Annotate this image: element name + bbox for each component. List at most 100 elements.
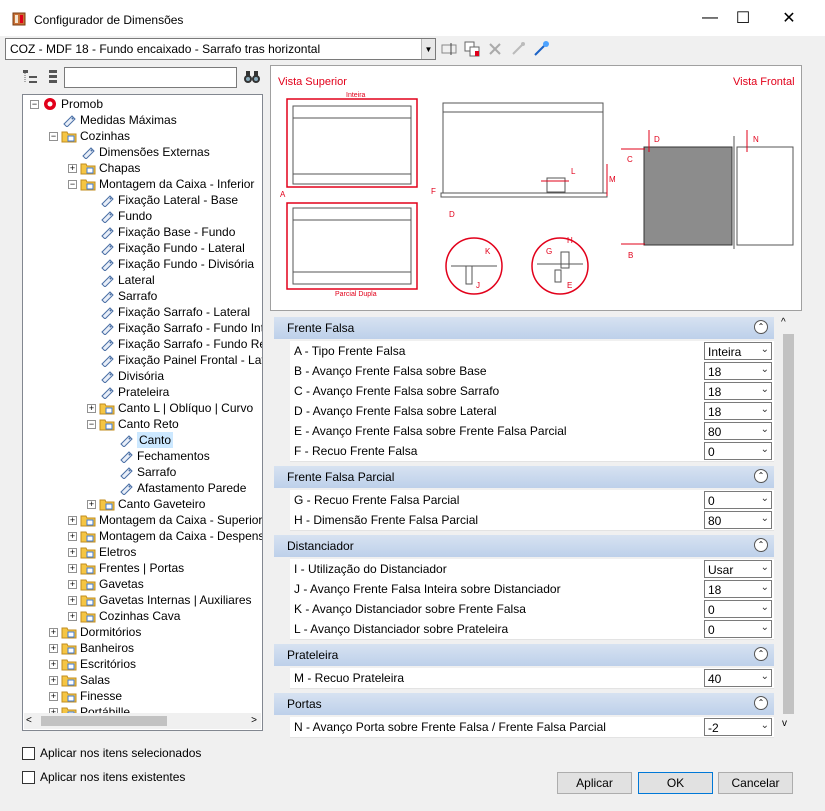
expand-icon[interactable]: + <box>68 595 77 605</box>
expand-icon[interactable]: + <box>49 675 58 685</box>
tree-item[interactable]: +Gavetas Internas | Auxiliares <box>23 592 261 608</box>
tree-item[interactable]: Lateral <box>23 272 261 288</box>
binoculars-icon[interactable] <box>242 68 262 86</box>
chevron-down-icon[interactable]: ⌄ <box>760 493 769 504</box>
tree-item[interactable]: Sarrafo <box>23 288 261 304</box>
tree-item[interactable]: Fechamentos <box>23 448 261 464</box>
scroll-right-icon[interactable]: > <box>251 715 257 726</box>
tree-item[interactable]: Divisória <box>23 368 261 384</box>
section-header[interactable]: Portas⌃ <box>274 693 774 715</box>
tree-item[interactable]: Prateleira <box>23 384 261 400</box>
tree-item[interactable]: +Frentes | Portas <box>23 560 261 576</box>
collapse-section-icon[interactable]: ⌃ <box>754 469 768 483</box>
scroll-left-icon[interactable]: < <box>26 715 32 726</box>
maximize-button[interactable]: ☐ <box>720 0 766 36</box>
delete-icon[interactable] <box>486 40 504 58</box>
property-value-select[interactable]: 0⌄ <box>704 491 772 509</box>
tree-item[interactable]: +Eletros <box>23 544 261 560</box>
property-value-select[interactable]: 18⌄ <box>704 402 772 420</box>
expand-icon[interactable]: + <box>68 579 77 589</box>
expand-icon[interactable]: + <box>68 163 77 173</box>
tree-item[interactable]: +Montagem da Caixa - Despenseir <box>23 528 262 544</box>
chevron-down-icon[interactable]: ⌄ <box>760 384 769 395</box>
section-header[interactable]: Frente Falsa Parcial⌃ <box>274 466 774 488</box>
tree-item[interactable]: +Chapas <box>23 160 261 176</box>
property-value-select[interactable]: 80⌄ <box>704 422 772 440</box>
property-value-select[interactable]: 40⌄ <box>704 669 772 687</box>
tree-item[interactable]: +Canto Gaveteiro <box>23 496 261 512</box>
tree-item[interactable]: +Gavetas <box>23 576 261 592</box>
collapse-section-icon[interactable]: ⌃ <box>754 696 768 710</box>
chevron-down-icon[interactable]: ⌄ <box>760 444 769 455</box>
chevron-down-icon[interactable]: ⌄ <box>760 364 769 375</box>
property-value-select[interactable]: Inteira⌄ <box>704 342 772 360</box>
property-value-select[interactable]: 18⌄ <box>704 362 772 380</box>
chevron-down-icon[interactable]: ⌄ <box>760 720 769 731</box>
expand-icon[interactable]: + <box>68 611 77 621</box>
property-value-select[interactable]: 0⌄ <box>704 620 772 638</box>
expand-icon[interactable]: + <box>49 659 58 669</box>
tree-item[interactable]: Fixação Lateral - Base <box>23 192 261 208</box>
expand-icon[interactable]: + <box>68 531 77 541</box>
tree-item[interactable]: +Cozinhas Cava <box>23 608 261 624</box>
tree-horizontal-scrollbar[interactable]: < > <box>24 713 261 729</box>
tool-disabled-icon[interactable] <box>509 40 527 58</box>
tree-item[interactable]: Fixação Painel Frontal - Later <box>23 352 262 368</box>
apply-selected-checkbox[interactable] <box>22 747 35 760</box>
grid-scroll-thumb[interactable] <box>783 334 794 714</box>
copy-config-icon[interactable] <box>463 40 481 58</box>
expand-icon[interactable]: + <box>68 515 77 525</box>
tree-item[interactable]: Canto <box>23 432 261 448</box>
expand-icon[interactable]: + <box>87 403 96 413</box>
close-button[interactable]: ✕ <box>766 0 812 36</box>
chevron-down-icon[interactable]: ⌄ <box>760 513 769 524</box>
section-header[interactable]: Prateleira⌃ <box>274 644 774 666</box>
tree-item[interactable]: +Montagem da Caixa - Superior <box>23 512 262 528</box>
chevron-down-icon[interactable]: ⌄ <box>760 602 769 613</box>
chevron-down-icon[interactable]: ⌄ <box>760 582 769 593</box>
chevron-down-icon[interactable]: ⌄ <box>760 671 769 682</box>
chevron-down-icon[interactable]: ⌄ <box>760 622 769 633</box>
tree-item[interactable]: +Canto L | Oblíquo | Curvo <box>23 400 261 416</box>
rename-icon[interactable] <box>440 40 458 58</box>
tree-item[interactable]: −Montagem da Caixa - Inferior <box>23 176 261 192</box>
expand-icon[interactable]: + <box>49 627 58 637</box>
cancel-button[interactable]: Cancelar <box>718 772 793 794</box>
wand-icon[interactable] <box>532 40 550 58</box>
tree-item[interactable]: −Cozinhas <box>23 128 261 144</box>
chevron-down-icon[interactable]: ⌄ <box>760 424 769 435</box>
collapse-icon[interactable]: − <box>87 419 96 429</box>
property-value-select[interactable]: 18⌄ <box>704 382 772 400</box>
tree-item[interactable]: Fixação Fundo - Divisória <box>23 256 261 272</box>
collapse-icon[interactable]: − <box>30 99 39 109</box>
tree-item[interactable]: Dimensões Externas <box>23 144 261 160</box>
tree-item[interactable]: Fixação Base - Fundo <box>23 224 261 240</box>
expand-icon[interactable]: + <box>68 547 77 557</box>
expand-icon[interactable]: + <box>68 563 77 573</box>
tree-item[interactable]: +Banheiros <box>23 640 261 656</box>
minimize-button[interactable]: — <box>687 0 733 36</box>
expand-all-icon[interactable] <box>22 68 40 86</box>
chevron-down-icon[interactable]: ⌄ <box>760 344 769 355</box>
property-value-select[interactable]: Usar⌄ <box>704 560 772 578</box>
property-value-select[interactable]: 80⌄ <box>704 511 772 529</box>
expand-icon[interactable]: + <box>49 643 58 653</box>
property-value-select[interactable]: -2⌄ <box>704 718 772 736</box>
apply-existing-checkbox[interactable] <box>22 771 35 784</box>
tree-item[interactable]: −Promob <box>23 96 261 112</box>
ok-button[interactable]: OK <box>638 772 713 794</box>
property-value-select[interactable]: 0⌄ <box>704 600 772 618</box>
tree-item[interactable]: Fundo <box>23 208 261 224</box>
chevron-down-icon[interactable]: ⌄ <box>760 404 769 415</box>
tree-item[interactable]: +Dormitórios <box>23 624 261 640</box>
tree-item[interactable]: +Salas <box>23 672 261 688</box>
collapse-section-icon[interactable]: ⌃ <box>754 538 768 552</box>
tree-item[interactable]: Sarrafo <box>23 464 261 480</box>
collapse-section-icon[interactable]: ⌃ <box>754 647 768 661</box>
property-value-select[interactable]: 0⌄ <box>704 442 772 460</box>
tree-item[interactable]: −Canto Reto <box>23 416 261 432</box>
tree-item[interactable]: Fixação Fundo - Lateral <box>23 240 261 256</box>
expand-icon[interactable]: + <box>49 691 58 701</box>
config-combo[interactable]: COZ - MDF 18 - Fundo encaixado - Sarrafo… <box>5 38 436 60</box>
